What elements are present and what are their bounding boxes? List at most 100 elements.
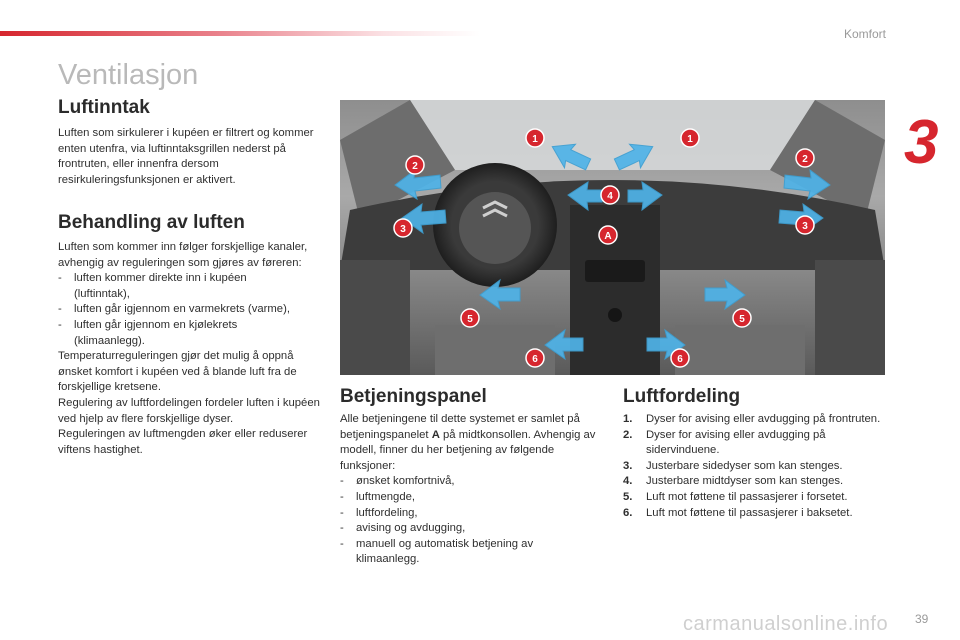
item-text: Luft mot føttene til passasjerer i forse… — [646, 490, 848, 503]
numbered-item: 6. Luft mot føttene til passasjerer i ba… — [623, 506, 885, 522]
list-continuation: klimaanlegg. — [356, 553, 420, 566]
marker-2-right: 2 — [795, 148, 815, 168]
section-name: Komfort — [843, 27, 886, 41]
list-item: - ønsket komfortnivå, — [340, 474, 602, 490]
list-item: - luftfordeling, — [340, 506, 602, 522]
marker-label: 2 — [412, 161, 418, 172]
marker-label: A — [604, 231, 611, 242]
intro-text: på midtkonsollen. Avhengig av modell, fi… — [340, 428, 596, 472]
arrow-5-left — [479, 278, 521, 311]
airflow-arrows — [394, 143, 831, 361]
marker-label: 1 — [687, 134, 693, 145]
list-text: ønsket komfortnivå, — [356, 475, 455, 488]
item-number: 1. — [623, 413, 633, 425]
steering-hub — [459, 192, 531, 264]
marker-5-left: 5 — [460, 308, 480, 328]
chapter-number: 3 — [904, 108, 939, 177]
marker-6-right: 6 — [670, 348, 690, 368]
item-text: Dyser for avising eller avdugging på fro… — [646, 413, 881, 425]
heading-luftinntak: Luftinntak — [58, 97, 150, 118]
header-accent-bar — [0, 31, 480, 36]
gear-knob — [608, 308, 622, 322]
page-number: 39 — [915, 612, 929, 626]
behandling-paragraph: Reguleringen av luftmengden øker eller r… — [58, 428, 308, 456]
list-text: luftfordeling, — [356, 506, 418, 519]
brand-logo — [482, 200, 508, 218]
list-dash: - — [340, 506, 344, 519]
item-number: 3. — [623, 459, 633, 472]
marker-3-left: 3 — [393, 218, 413, 238]
list-dash: - — [58, 272, 62, 285]
list-dash: - — [340, 522, 344, 535]
arrow-1-left — [551, 143, 592, 171]
item-number: 2. — [623, 428, 633, 441]
list-text: luftmengde, — [356, 490, 416, 503]
list-item: - luften kommer direkte inn i kupéen — [58, 271, 322, 287]
arrow-6-right — [646, 328, 686, 361]
list-text: luften går igjennom en varmekrets (varme… — [74, 303, 290, 316]
betjeningspanel-intro: Alle betjeningene til dette systemet er … — [340, 412, 602, 474]
marker-label: 3 — [802, 221, 808, 232]
betjeningspanel-text: Alle betjeningene til dette systemet er … — [340, 412, 602, 568]
marker-1-right: 1 — [680, 128, 700, 148]
item-number: 5. — [623, 490, 633, 503]
passenger-floor — [675, 325, 805, 375]
luftinntak-paragraph: Luften som sirkulerer i kupéen er filtre… — [58, 127, 314, 186]
panel-ref: A — [431, 428, 440, 441]
control-panel — [585, 260, 645, 282]
left-pillar — [340, 100, 455, 220]
marker-4: 4 — [600, 185, 620, 205]
marker-6-left: 6 — [525, 348, 545, 368]
arrow-4-right — [627, 180, 663, 212]
item-number: 4. — [623, 475, 633, 488]
numbered-item: 1. Dyser for avising eller avdugging på … — [623, 412, 885, 428]
intro-text: Alle betjeningene til dette systemet er … — [340, 413, 580, 441]
marker-label: 4 — [607, 191, 613, 202]
numbered-item: 4. Justerbare midtdyser som kan stenges. — [623, 474, 885, 490]
list-item: - luften går igjennom en kjølekrets — [58, 318, 322, 334]
list-dash: - — [340, 475, 344, 488]
marker-a: A — [598, 225, 618, 245]
marker-label: 2 — [802, 154, 808, 165]
item-text: Justerbare midtdyser som kan stenges. — [646, 475, 844, 488]
numbered-item: 2. Dyser for avising eller avdugging på … — [623, 428, 885, 459]
marker-2-left: 2 — [405, 155, 425, 175]
marker-label: 5 — [739, 314, 745, 325]
list-dash: - — [58, 303, 62, 316]
arrow-3-left — [401, 202, 447, 235]
luftinntak-text: Luften som sirkulerer i kupéen er filtre… — [58, 126, 320, 188]
list-dash: - — [58, 318, 62, 331]
list-text: avising og avdugging, — [356, 522, 466, 535]
behandling-paragraph: Regulering av luftfordelingen fordeler l… — [58, 396, 320, 425]
list-item: - luften går igjennom en varmekrets (var… — [58, 302, 322, 318]
arrow-1-right — [613, 143, 654, 171]
heading-behandling: Behandling av luften — [58, 212, 245, 233]
list-item: - manuell og automatisk betjening av — [340, 537, 602, 553]
list-continuation: (klimaanlegg). — [74, 334, 145, 347]
marker-3-right: 3 — [795, 215, 815, 235]
arrow-5-right — [704, 278, 746, 311]
behandling-paragraph: Temperaturreguleringen gjør det mulig å … — [58, 350, 297, 394]
item-text: Luft mot føttene til passasjerer i bakse… — [646, 506, 853, 519]
marker-label: 6 — [677, 354, 683, 365]
behandling-text: Luften som kommer inn følger forskjellig… — [58, 240, 322, 458]
luftfordeling-list: 1. Dyser for avising eller avdugging på … — [623, 412, 885, 521]
list-text: luften går igjennom en kjølekrets — [74, 318, 238, 331]
list-dash: - — [340, 537, 344, 550]
marker-label: 6 — [532, 354, 538, 365]
item-number: 6. — [623, 506, 633, 519]
list-continuation: (luftinntak), — [74, 287, 130, 300]
dashboard-ventilation-illustration: 1 1 2 2 3 3 4 A 5 5 6 6 — [340, 100, 885, 375]
callout-markers: 1 1 2 2 3 3 4 A 5 5 6 6 — [393, 128, 815, 368]
windscreen — [410, 100, 815, 170]
list-dash: - — [340, 490, 344, 503]
marker-label: 1 — [532, 134, 538, 145]
list-text: luften kommer direkte inn i kupéen — [74, 272, 247, 285]
arrow-6-left — [544, 328, 584, 361]
marker-label: 3 — [400, 224, 406, 235]
numbered-item: 3. Justerbare sidedyser som kan stenges. — [623, 459, 885, 475]
item-text: Justerbare sidedyser som kan stenges. — [646, 459, 843, 472]
right-door — [815, 260, 885, 375]
list-item: - luftmengde, — [340, 490, 602, 506]
arrow-2-right — [783, 168, 831, 201]
